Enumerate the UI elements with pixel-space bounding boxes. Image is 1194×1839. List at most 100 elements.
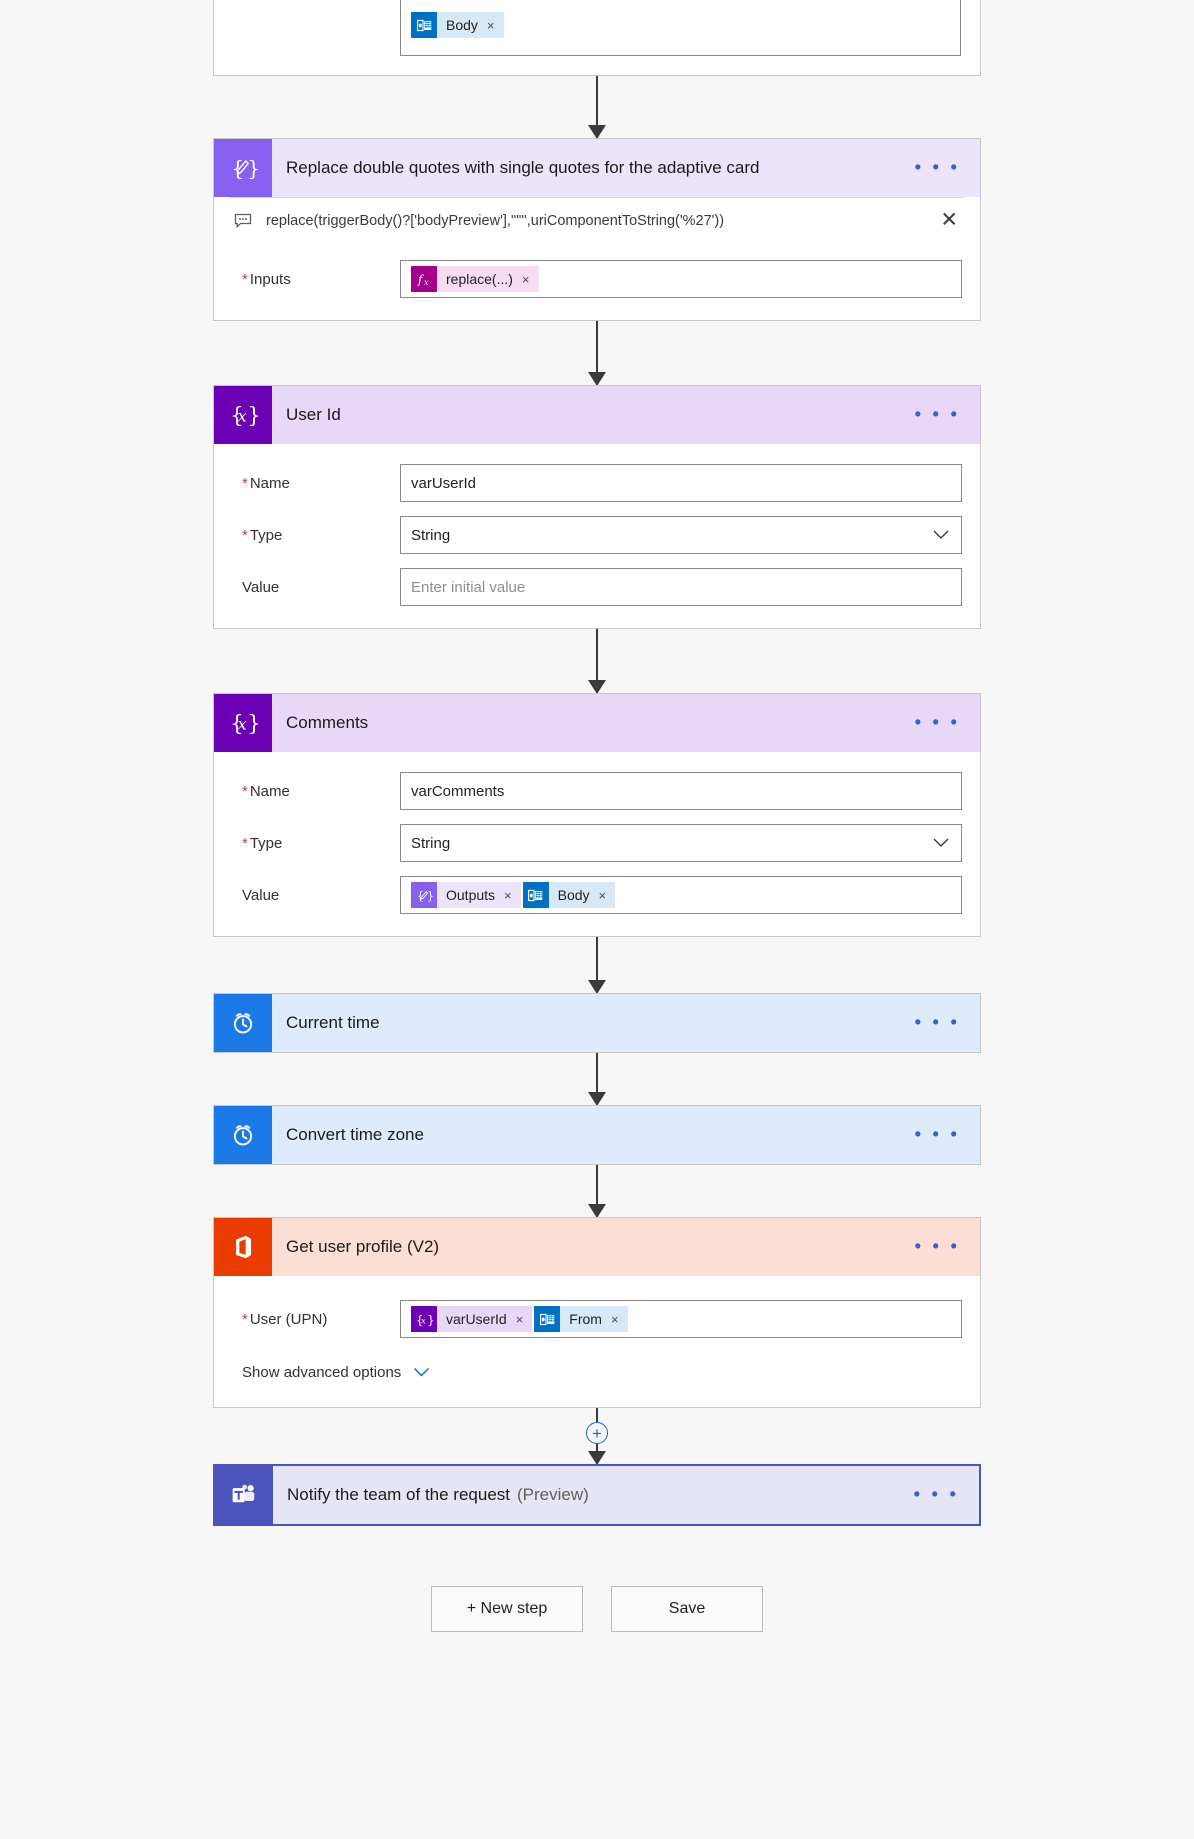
step-menu-button[interactable]: • • •	[913, 1484, 959, 1506]
svg-text:}: }	[247, 404, 258, 429]
svg-text:x: x	[238, 714, 247, 733]
variable-icon: { x }	[214, 386, 272, 444]
step-card-current-time[interactable]: Current time • • •	[213, 993, 981, 1053]
step-menu-button[interactable]: • • •	[914, 404, 960, 426]
token-chip-replace[interactable]: f x replace(...) ×	[411, 266, 539, 292]
user-upn-field[interactable]: { x } varUserId ×	[400, 1300, 962, 1338]
step-menu-button[interactable]: • • •	[914, 712, 960, 734]
step-title: Replace double quotes with single quotes…	[272, 139, 980, 197]
chevron-down-icon[interactable]	[933, 838, 949, 848]
required-asterisk: *	[242, 474, 248, 492]
connector-line	[596, 76, 598, 138]
clock-icon	[214, 1106, 272, 1164]
step-title-text: Notify the team of the request	[287, 1485, 511, 1504]
variable-name-input[interactable]: varComments	[400, 772, 962, 810]
chevron-down-icon[interactable]	[413, 1367, 430, 1378]
close-icon[interactable]: ✕	[940, 208, 958, 232]
connector-arrow-icon	[588, 1451, 606, 1465]
insert-step-button[interactable]: +	[586, 1422, 608, 1444]
svg-text:}: }	[247, 712, 258, 737]
new-step-button[interactable]: + New step	[431, 1586, 583, 1632]
svg-text:}: }	[427, 1312, 434, 1326]
svg-text:{: {	[231, 157, 244, 181]
step-card-convert-time-zone[interactable]: Convert time zone • • •	[213, 1105, 981, 1165]
connector-line	[596, 1053, 598, 1105]
compose-icon: { }	[411, 882, 437, 908]
svg-text:}: }	[247, 157, 258, 181]
svg-text:f: f	[417, 273, 425, 287]
field-row-type: *Type String	[214, 516, 980, 554]
outlook-icon	[534, 1306, 561, 1332]
remove-token-icon[interactable]: ×	[521, 271, 530, 287]
step-card-get-user-profile[interactable]: Get user profile (V2) • • • *User (UPN) …	[213, 1217, 981, 1408]
variable-type-select[interactable]: String	[400, 516, 962, 554]
variable-icon: { x }	[411, 1306, 437, 1332]
field-label: *Name	[232, 475, 400, 492]
step-title-text: User Id	[286, 405, 341, 424]
token-chip-content: Body ×	[437, 12, 504, 38]
variable-type-select[interactable]: String	[400, 824, 962, 862]
step-body: *Name varUserId *Type String Value	[214, 444, 980, 628]
step-header[interactable]: { x } User Id • • •	[214, 386, 980, 444]
field-row-value: Value { } Outputs ×	[214, 876, 980, 914]
step-header[interactable]: { } Replace double quotes with single qu…	[214, 139, 980, 197]
field-row-value: Value Enter initial value	[214, 568, 980, 606]
token-chip-varuserid[interactable]: { x } varUserId ×	[411, 1306, 533, 1332]
step-card-variable-comments[interactable]: { x } Comments • • • *Name varComments *…	[213, 693, 981, 937]
field-label-text: Value	[242, 578, 280, 596]
token-chip-body[interactable]: Body ×	[522, 882, 616, 908]
field-label-text: Value	[242, 886, 280, 904]
field-row-name: *Name varComments	[214, 772, 980, 810]
remove-token-icon[interactable]: ×	[515, 1311, 524, 1327]
step-body: *Name varComments *Type String Value	[214, 752, 980, 936]
token-chip-content: varUserId ×	[437, 1306, 533, 1332]
connector-arrow-icon	[588, 680, 606, 694]
inputs-field[interactable]: f x replace(...) ×	[400, 260, 962, 298]
step-header[interactable]: Get user profile (V2) • • •	[214, 1218, 980, 1276]
required-asterisk: *	[242, 1310, 248, 1328]
required-asterisk: *	[242, 834, 248, 852]
expression-preview-row[interactable]: replace(triggerBody()?['bodyPreview'],'"…	[230, 197, 964, 242]
connector	[213, 321, 981, 386]
connector-line	[596, 321, 598, 385]
step-menu-button[interactable]: • • •	[914, 1236, 960, 1258]
field-label-text: Type	[249, 526, 283, 544]
variable-name-input[interactable]: varUserId	[400, 464, 962, 502]
clock-icon	[214, 994, 272, 1052]
remove-token-icon[interactable]: ×	[504, 887, 512, 903]
step-body: replace(triggerBody()?['bodyPreview'],'"…	[214, 197, 980, 320]
remove-token-icon[interactable]: ×	[486, 17, 495, 33]
step-header[interactable]: Convert time zone • • •	[214, 1106, 980, 1164]
field-label: *Name	[232, 783, 400, 800]
token-chip-label: replace(...)	[446, 271, 513, 287]
token-chip-body[interactable]: Body ×	[411, 12, 504, 38]
step-menu-button[interactable]: • • •	[914, 1012, 960, 1034]
step-title-text: Convert time zone	[286, 1125, 424, 1144]
step-header[interactable]: { x } Comments • • •	[214, 694, 980, 752]
connector-arrow-icon	[588, 372, 606, 386]
step-header[interactable]: Notify the team of the request (Preview)…	[215, 1466, 979, 1524]
variable-value-input[interactable]: Enter initial value	[400, 568, 962, 606]
connector-line	[596, 629, 598, 693]
svg-text:{: {	[230, 404, 244, 429]
token-chip-from[interactable]: From ×	[534, 1306, 628, 1332]
step-menu-button[interactable]: • • •	[914, 157, 960, 179]
save-button[interactable]: Save	[611, 1586, 763, 1632]
show-advanced-options-button[interactable]: Show advanced options	[214, 1364, 980, 1381]
token-chip-content: From ×	[560, 1306, 628, 1332]
step-title-preview-tag: (Preview)	[517, 1485, 589, 1504]
remove-token-icon[interactable]: ×	[610, 1311, 619, 1327]
previous-step-value-field[interactable]: Body ×	[400, 0, 961, 56]
field-label: *Type	[232, 835, 400, 852]
step-menu-button[interactable]: • • •	[914, 1124, 960, 1146]
connector-arrow-icon	[588, 1092, 606, 1106]
step-card-notify-team[interactable]: Notify the team of the request (Preview)…	[213, 1464, 981, 1526]
step-card-variable-user-id[interactable]: { x } User Id • • • *Name varUserId *Typ…	[213, 385, 981, 629]
field-label: Value	[232, 887, 400, 904]
token-chip-outputs[interactable]: { } Outputs ×	[411, 882, 521, 908]
step-header[interactable]: Current time • • •	[214, 994, 980, 1052]
remove-token-icon[interactable]: ×	[598, 887, 607, 903]
variable-value-field[interactable]: { } Outputs ×	[400, 876, 962, 914]
step-card-compose-replace[interactable]: { } Replace double quotes with single qu…	[213, 138, 981, 321]
chevron-down-icon[interactable]	[933, 530, 949, 540]
